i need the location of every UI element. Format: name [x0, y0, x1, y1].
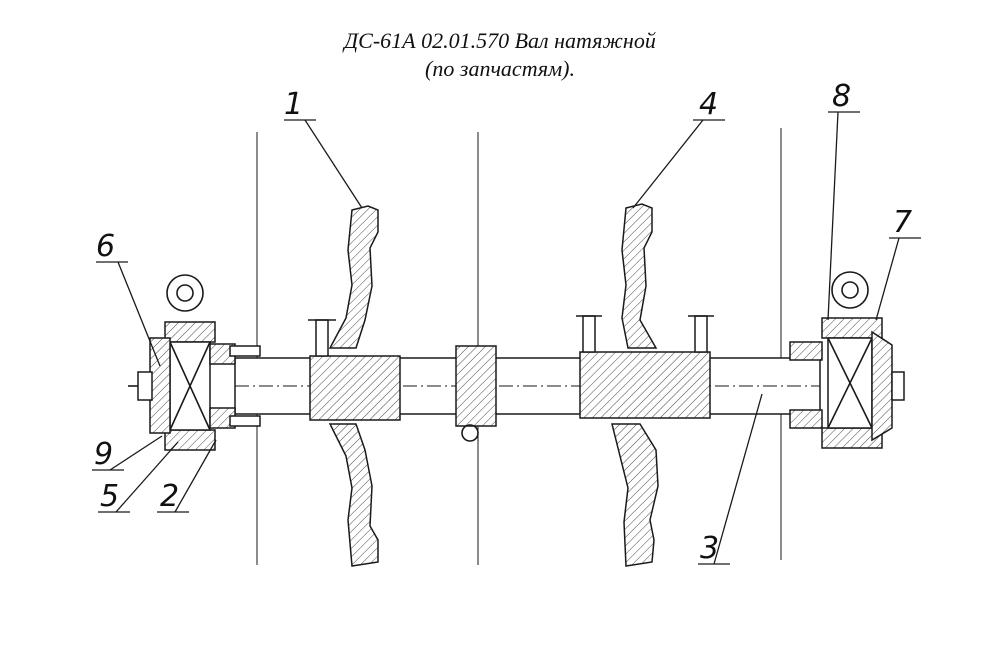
callout-7: 7: [893, 205, 912, 240]
center-coupling: [455, 345, 497, 442]
callout-2: 2: [160, 479, 179, 514]
drawing-subtitle: (по запчастям).: [425, 56, 575, 81]
callout-8: 8: [832, 79, 851, 114]
callout-4: 4: [699, 87, 718, 122]
callout-3: 3: [700, 531, 719, 566]
callout-5: 5: [100, 479, 119, 514]
callout-1: 1: [284, 87, 303, 122]
sprocket-4: [576, 203, 714, 567]
left-bearing-housing: [128, 274, 261, 451]
leader-lines: [92, 111, 921, 565]
sprocket-1: [308, 205, 401, 567]
callout-9: 9: [94, 437, 113, 472]
callout-6: 6: [96, 229, 115, 264]
drawing-title: ДС-61А 02.01.570 Вал натяжной: [344, 28, 656, 53]
right-bearing-housing: [789, 271, 905, 449]
